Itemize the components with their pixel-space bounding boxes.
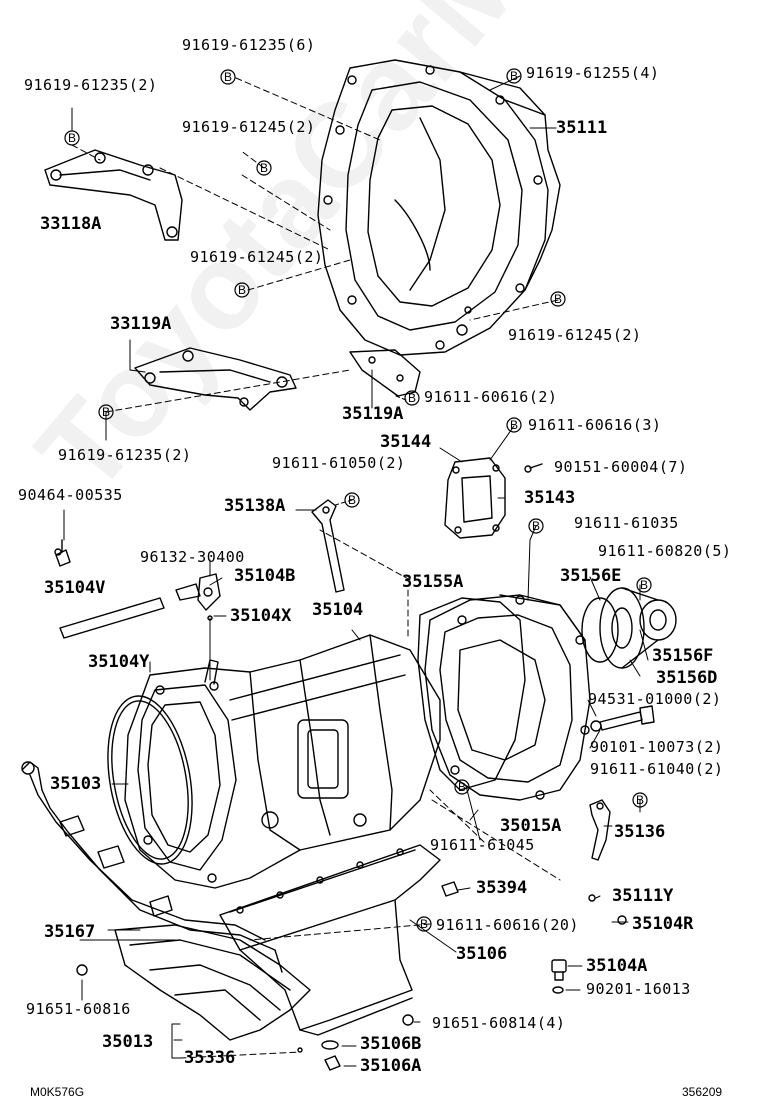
label-35015a: 35015A: [500, 816, 562, 836]
gasket-35155a-drawing: [417, 597, 526, 791]
label-94531-01000-2: 94531-01000(2): [588, 690, 722, 708]
label-35106a: 35106A: [360, 1056, 422, 1076]
bolt-marker-b-13: B: [458, 780, 467, 794]
bracket-33118a-drawing: [44, 149, 183, 241]
gasket-ring-drawing: [107, 695, 193, 865]
label-91619-61245-2-a: 91619-61245(2): [182, 118, 316, 136]
label-91611-60820-5: 91611-60820(5): [598, 542, 732, 560]
label-91619-61235-2-low: 91619-61235(2): [58, 446, 192, 464]
bolt-marker-b-8: B: [408, 391, 417, 405]
label-90151-60004-7: 90151-60004(7): [554, 458, 688, 476]
label-35111y: 35111Y: [612, 886, 674, 906]
label-35156e: 35156E: [560, 566, 622, 586]
label-35104v: 35104V: [44, 578, 106, 598]
label-35104r: 35104R: [632, 914, 694, 934]
label-35394: 35394: [476, 878, 528, 898]
label-35156d: 35156D: [656, 668, 718, 688]
bolt-drawing: [590, 705, 655, 732]
bolt-marker-b-3: B: [68, 131, 77, 145]
label-35104y: 35104Y: [88, 652, 150, 672]
label-35104b: 35104B: [234, 566, 296, 586]
footer-right-code: 356209: [682, 1085, 723, 1099]
label-91611-61045: 91611-61045: [430, 836, 535, 854]
label-33119a: 33119A: [110, 314, 172, 334]
label-35144: 35144: [380, 432, 432, 452]
label-91611-61050-2: 91611-61050(2): [272, 454, 406, 472]
label-35106: 35106: [456, 944, 508, 964]
label-91611-61040-2: 91611-61040(2): [590, 760, 724, 778]
bolt-marker-b-7: B: [102, 405, 111, 419]
label-91611-60616-3: 91611-60616(3): [528, 416, 662, 434]
label-91651-60814-4: 91651-60814(4): [432, 1014, 566, 1032]
bolt-marker-b-9: B: [510, 418, 519, 432]
pipe-35104v-drawing: [55, 539, 221, 639]
footer-left-code: M0K576G: [30, 1085, 85, 1099]
bolt-marker-b-12: B: [640, 578, 649, 592]
label-35336: 35336: [184, 1048, 236, 1068]
label-35013: 35013: [102, 1032, 154, 1052]
label-35138a: 35138A: [224, 496, 286, 516]
label-35111: 35111: [556, 118, 608, 138]
bracket-33119a-drawing: [134, 347, 297, 411]
label-35106b: 35106B: [360, 1034, 422, 1054]
cover-35143-drawing: [444, 457, 543, 539]
label-91651-60816: 91651-60816: [26, 1000, 131, 1018]
label-91611-60616-20: 91611-60616(20): [436, 916, 579, 934]
label-35103: 35103: [50, 774, 102, 794]
label-91619-61255-4: 91619-61255(4): [526, 64, 660, 82]
bolt-marker-b-14: B: [636, 793, 645, 807]
bolt-marker-b-6: B: [554, 292, 563, 306]
plate-35119a-drawing: [349, 349, 421, 397]
label-35156f: 35156F: [652, 646, 714, 666]
bolt-marker-b-1: B: [224, 70, 233, 84]
bolt-marker-b-10: B: [348, 493, 357, 507]
oil-strainer-drawing: [114, 924, 311, 1041]
bolt-markers: [64, 68, 652, 932]
bolt-marker-b-15: B: [420, 917, 429, 931]
label-96132-30400: 96132-30400: [140, 548, 245, 566]
label-91611-60616-2: 91611-60616(2): [424, 388, 558, 406]
converter-housing-drawing: [317, 59, 561, 356]
label-90201-16013: 90201-16013: [586, 980, 691, 998]
label-90464-00535: 90464-00535: [18, 486, 123, 504]
label-91619-61235-2-top: 91619-61235(2): [24, 76, 158, 94]
bracket-35136-drawing: [589, 799, 611, 861]
label-90101-10073-2: 90101-10073(2): [590, 738, 724, 756]
dipstick-tube-drawing: [21, 761, 283, 973]
oil-pan-drawing: [219, 844, 441, 1036]
label-91619-61245-2-c: 91619-61245(2): [508, 326, 642, 344]
label-91619-61245-2-b: 91619-61245(2): [190, 248, 324, 266]
label-35104a: 35104A: [586, 956, 648, 976]
label-35104: 35104: [312, 600, 364, 620]
label-35136: 35136: [614, 822, 666, 842]
label-35119a: 35119A: [342, 404, 404, 424]
rear-seal-drawing: [581, 587, 677, 669]
transmission-case-drawing: [124, 634, 441, 889]
bolt-marker-b-4: B: [260, 161, 269, 175]
label-91611-61035: 91611-61035: [574, 514, 679, 532]
bolt-marker-b-2: B: [510, 69, 519, 83]
extension-housing-drawing: [424, 594, 591, 801]
label-91619-61235-6: 91619-61235(6): [182, 36, 316, 54]
bolt-marker-b-5: B: [238, 283, 247, 297]
small-parts-drawing: [54, 548, 627, 1071]
bolt-marker-b-11: B: [532, 519, 541, 533]
label-33118a: 33118A: [40, 214, 102, 234]
label-35104x: 35104X: [230, 606, 292, 626]
lever-35138a-drawing: [311, 499, 345, 593]
label-35155a: 35155A: [402, 572, 464, 592]
label-35167: 35167: [44, 922, 96, 942]
label-35143: 35143: [524, 488, 576, 508]
leader-lines: [63, 75, 649, 1067]
